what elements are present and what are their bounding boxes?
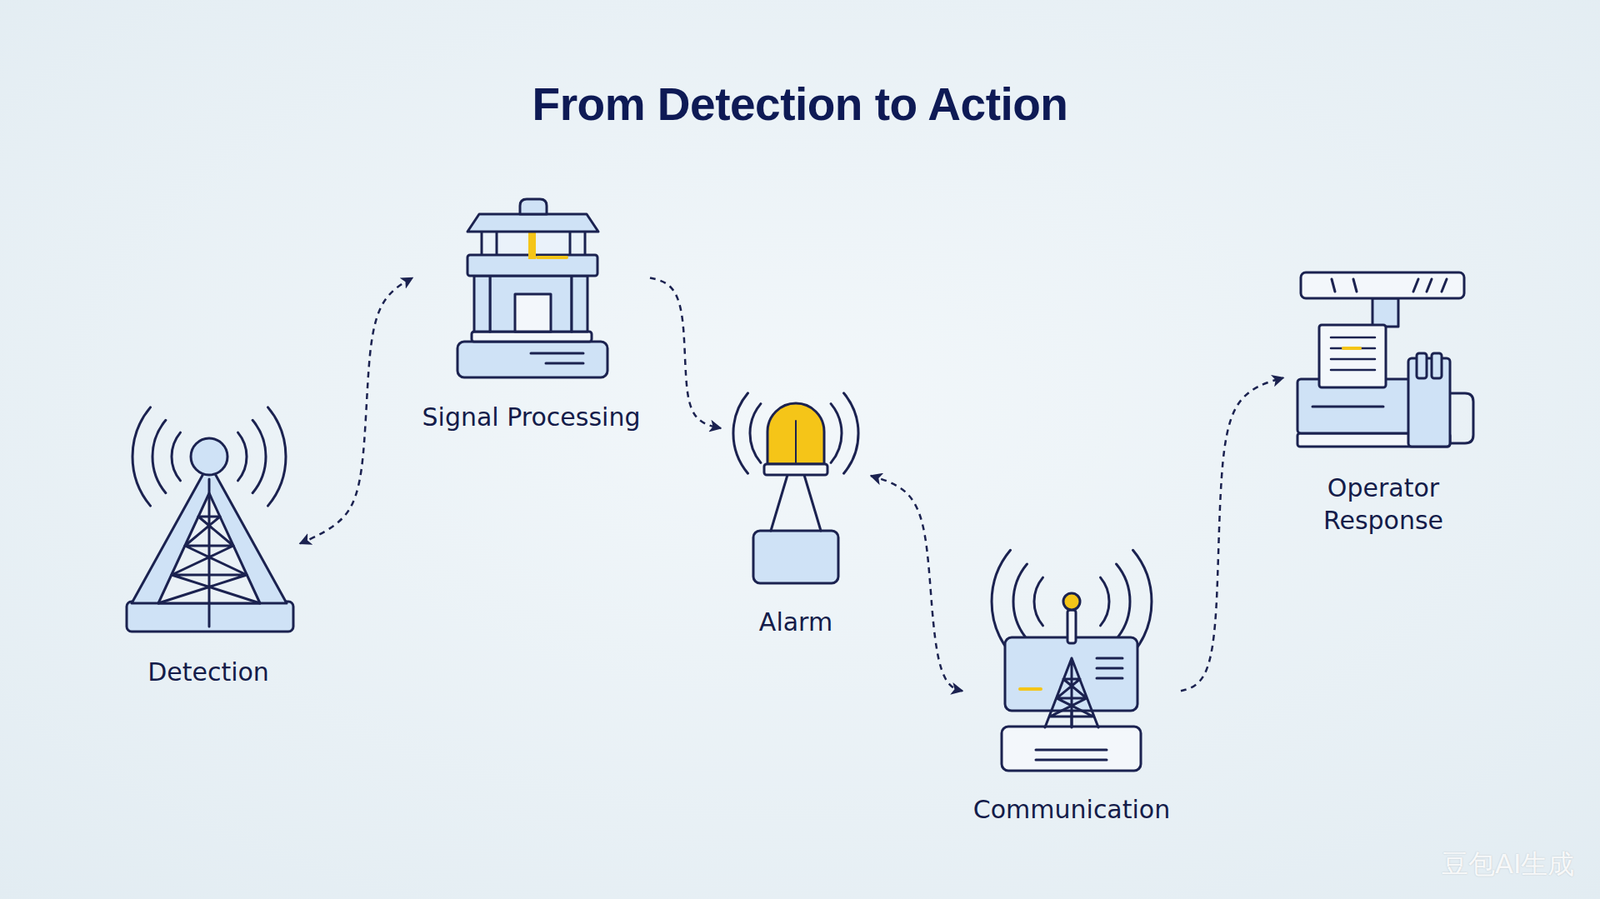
radio-tower-icon-part <box>190 438 228 475</box>
communication-station-icon-part <box>1045 658 1099 728</box>
communication-station-icon-part <box>1001 726 1141 771</box>
alarm-beacon-icon-part <box>733 393 749 474</box>
communication-station-icon-part <box>1096 658 1123 679</box>
communication-station-icon-part <box>1100 577 1110 626</box>
dashed-connector <box>870 475 963 691</box>
dashed-connector <box>1180 377 1284 691</box>
processing-building-icon-part <box>490 275 572 332</box>
alarm-beacon-icon-part <box>844 393 860 474</box>
operator-console-icon-part <box>1372 298 1399 327</box>
processing-building-icon <box>457 199 608 378</box>
icon-node: Operator Response <box>1283 265 1484 540</box>
icon-node: Detection <box>116 412 300 692</box>
alarm-beacon-icon-part <box>767 403 825 465</box>
communication-station-icon-part <box>1133 550 1152 653</box>
operator-console-icon <box>1297 272 1474 447</box>
processing-building-icon-part <box>471 331 592 342</box>
node-label: Communication <box>973 793 1170 826</box>
alarm-beacon-icon-part <box>764 464 828 475</box>
communication-station-icon-part <box>1116 564 1130 640</box>
operator-console-icon-part <box>1312 405 1384 409</box>
operator-console-icon-part <box>1319 325 1386 388</box>
icon-node: Alarm <box>720 388 871 639</box>
radio-tower-icon-part <box>152 420 166 493</box>
alarm-beacon-icon-part <box>770 475 821 531</box>
communication-station-icon <box>991 550 1152 771</box>
node-label: Alarm <box>759 605 833 639</box>
radio-tower-icon-part <box>158 479 260 627</box>
communication-station-icon-part <box>1013 564 1027 640</box>
icon-node: Signal Processing <box>412 193 650 435</box>
operator-console-icon-part <box>1408 358 1450 447</box>
operator-console-icon-part <box>1300 272 1465 299</box>
radio-tower-icon-part <box>132 407 150 506</box>
node-label: Signal Processing <box>422 400 641 434</box>
radio-tower-icon-part <box>268 407 286 506</box>
processing-building-icon-part <box>467 214 599 232</box>
radio-tower-icon-part <box>238 432 248 481</box>
processing-building-icon-part <box>537 255 567 260</box>
icon-node: Communication <box>962 558 1181 830</box>
operator-console-icon-part <box>1343 346 1360 350</box>
communication-station-icon-part <box>1063 593 1080 610</box>
processing-building-icon-part <box>571 275 588 332</box>
processing-building-icon-part <box>515 294 551 332</box>
operator-console-icon-part <box>1416 353 1427 379</box>
operator-console-icon-part <box>1331 279 1447 292</box>
dashed-connector <box>300 278 413 545</box>
communication-station-icon-part <box>1035 750 1107 760</box>
operator-console-icon-part <box>1450 393 1474 444</box>
communication-station-icon-part <box>1067 610 1076 644</box>
alarm-beacon-icon-part <box>830 404 842 464</box>
alarm-beacon-icon-part <box>795 420 797 463</box>
processing-building-icon-part <box>528 232 536 260</box>
processing-building-icon-part <box>457 341 608 378</box>
node-label: Detection <box>147 655 270 689</box>
watermark: 豆包AI生成 <box>1441 846 1575 884</box>
communication-station-icon-part <box>1020 687 1041 691</box>
diagram-title: From Detection to Action <box>0 76 1600 132</box>
alarm-beacon-icon-part <box>750 404 761 464</box>
radio-tower-icon-part <box>171 432 181 481</box>
communication-station-icon-part <box>1034 577 1044 626</box>
operator-console-icon-part <box>1431 353 1442 379</box>
processing-building-icon-part <box>530 353 584 364</box>
operator-console-icon-part <box>1330 337 1375 370</box>
radio-tower-icon-part <box>252 420 266 493</box>
processing-building-icon-part <box>474 275 490 332</box>
radio-tower-icon <box>126 407 294 632</box>
dashed-connector <box>650 278 721 430</box>
processing-building-icon-part <box>520 199 547 215</box>
node-label: Operator Response <box>1291 471 1475 537</box>
alarm-beacon-icon-part <box>753 530 839 584</box>
alarm-beacon-icon <box>733 393 859 584</box>
